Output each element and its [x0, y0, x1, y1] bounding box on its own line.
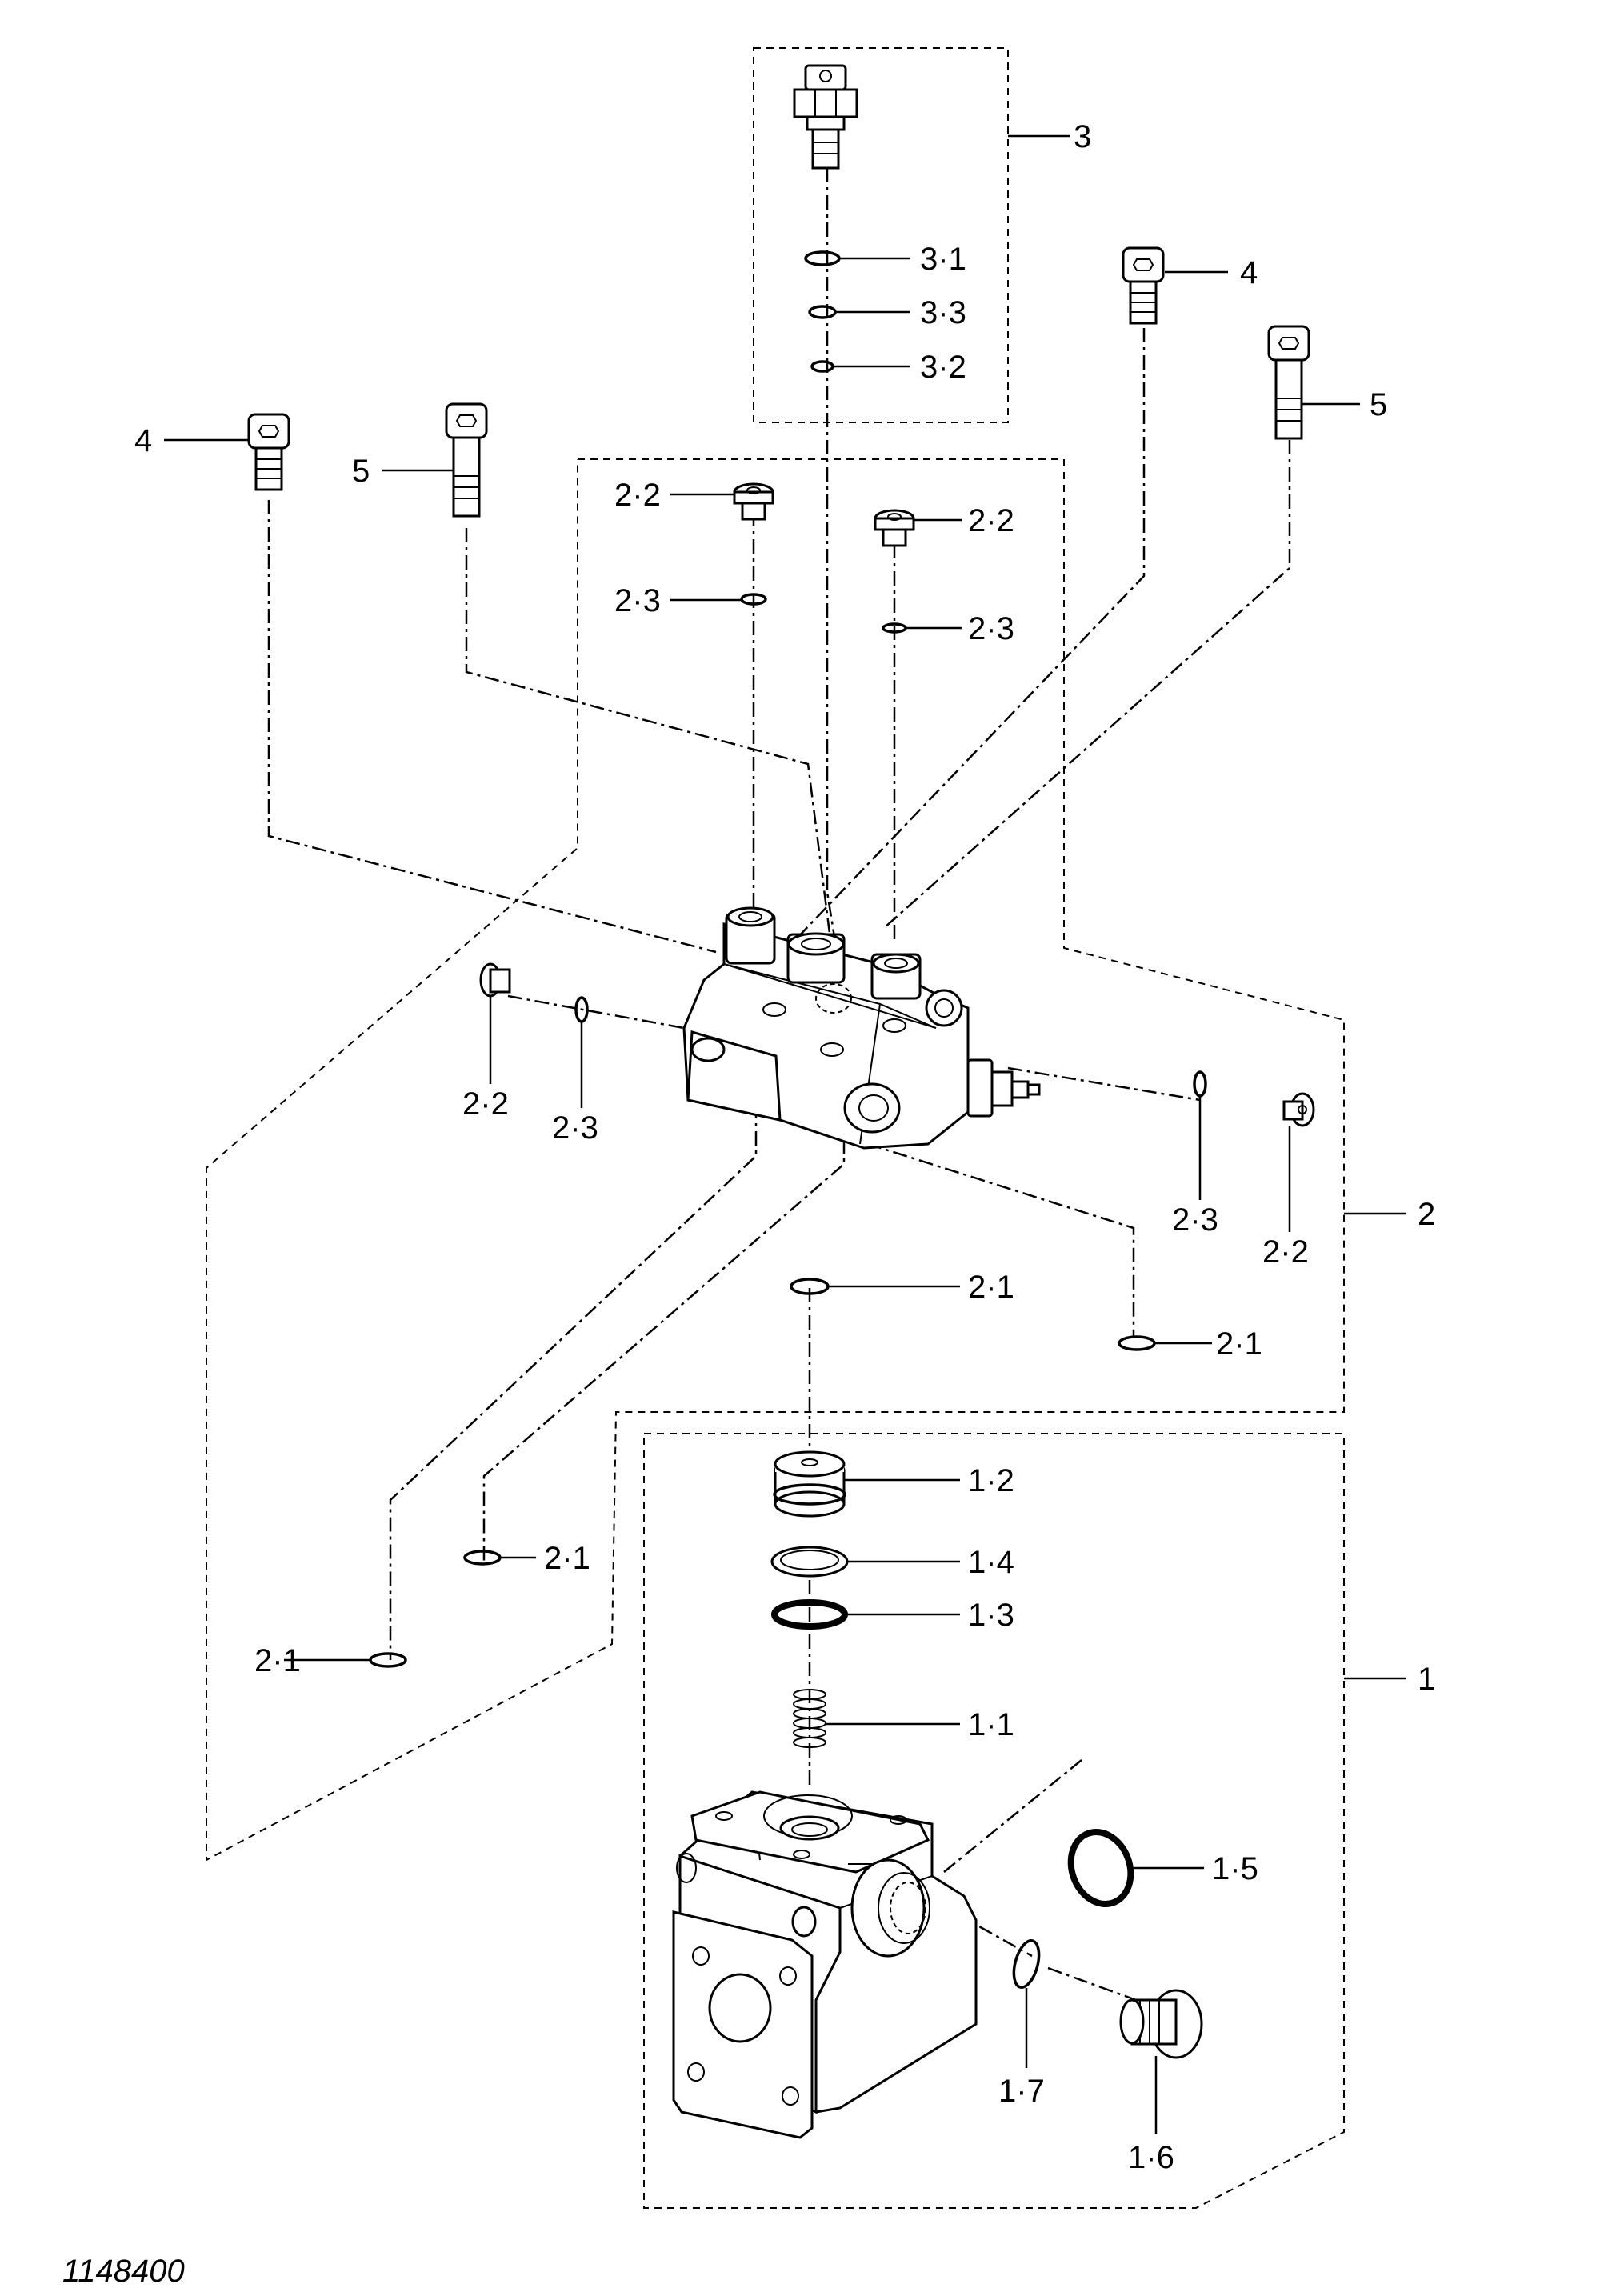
socket-plug-icon — [1119, 1989, 1203, 2059]
callout-1-5: 1·5 — [1212, 1851, 1258, 1886]
callout-3-1: 3·1 — [920, 242, 966, 277]
leader-lines — [164, 134, 1406, 2134]
callout-1-6: 1·6 — [1128, 2140, 1174, 2175]
callout-2: 2 — [1418, 1197, 1435, 1232]
group-box-2 — [206, 458, 1345, 1862]
callout-2-2-side-right: 2·2 — [1262, 1234, 1309, 1270]
callout-2-3-side-right: 2·3 — [1172, 1202, 1218, 1238]
callout-5-right: 5 — [1370, 387, 1387, 422]
o-ring-icon — [1193, 1070, 1207, 1098]
valve-block-icon — [682, 906, 1041, 1150]
socket-plug-icon — [479, 962, 511, 998]
callout-2-1-center: 2·1 — [968, 1270, 1014, 1305]
socket-plug-icon — [874, 509, 915, 547]
coil-spring-icon — [793, 1689, 826, 1748]
callout-4-right: 4 — [1240, 255, 1258, 290]
callout-2-2-side-left: 2·2 — [462, 1086, 509, 1122]
part-5-cap-screw-left — [445, 402, 488, 518]
part-1-housing — [672, 1790, 978, 2139]
callout-2-2-top-right: 2·2 — [968, 503, 1014, 538]
piston-icon — [773, 1450, 846, 1518]
callout-1-7: 1·7 — [998, 2074, 1045, 2109]
callout-3: 3 — [1074, 119, 1091, 154]
callout-2-2-top-left: 2·2 — [614, 478, 661, 513]
part-2-2-plug-side-left — [479, 962, 511, 998]
socket-head-cap-screw-icon — [247, 413, 290, 491]
relief-valve-cartridge-icon — [793, 64, 858, 170]
socket-head-cap-screw-icon — [445, 402, 488, 518]
o-ring-icon — [810, 360, 834, 373]
callout-2-1-far-left: 2·1 — [254, 1643, 301, 1678]
o-ring-icon — [770, 1546, 849, 1578]
callout-2-3-top-left: 2·3 — [614, 583, 661, 618]
group-box-3 — [753, 47, 1009, 423]
part-2-2-plug-top-left — [733, 482, 774, 521]
socket-plug-icon — [1282, 1092, 1315, 1127]
callout-2-3-top-right: 2·3 — [968, 611, 1014, 646]
o-ring-icon — [1067, 1829, 1134, 1907]
callout-1-3: 1·3 — [968, 1598, 1014, 1633]
callout-3-3: 3·3 — [920, 295, 966, 330]
callout-2-1-right: 2·1 — [1216, 1326, 1262, 1362]
part-5-cap-screw-right — [1267, 325, 1310, 440]
callout-3-2: 3·2 — [920, 350, 966, 385]
part-2-valve-block — [682, 906, 1041, 1150]
alignment-lines — [267, 168, 1291, 2002]
valve-housing-icon — [672, 1790, 978, 2139]
part-2-2-plug-side-right — [1282, 1092, 1315, 1127]
o-ring-icon — [369, 1652, 407, 1668]
o-ring-icon — [808, 305, 837, 319]
group-box-1 — [643, 1433, 1345, 2209]
callout-4-left: 4 — [134, 423, 152, 458]
part-2-3-o-ring-side-right — [1193, 1070, 1207, 1098]
callout-2-3-side-left: 2·3 — [552, 1110, 598, 1146]
part-1-1-spring — [793, 1689, 826, 1748]
part-1-7-o-ring — [1012, 1939, 1041, 1989]
part-3-3-o-ring — [808, 305, 837, 319]
o-ring-icon — [1012, 1939, 1041, 1989]
socket-head-cap-screw-icon — [1122, 246, 1165, 325]
part-2-1-o-ring-far-left — [369, 1652, 407, 1668]
callout-1-2: 1·2 — [968, 1463, 1014, 1498]
part-4-cap-screw-left — [247, 413, 290, 491]
callout-2-1-mid-left: 2·1 — [544, 1541, 590, 1576]
part-3-1-o-ring — [804, 250, 841, 266]
socket-plug-icon — [733, 482, 774, 521]
part-1-5-o-ring — [1067, 1829, 1134, 1907]
part-1-6-plug — [1119, 1989, 1203, 2059]
callout-1-1: 1·1 — [968, 1707, 1014, 1742]
socket-head-cap-screw-icon — [1267, 325, 1310, 440]
part-2-1-o-ring-right — [1118, 1335, 1156, 1351]
part-2-1-o-ring-mid-left — [463, 1550, 502, 1566]
o-ring-icon — [804, 250, 841, 266]
part-3-cartridge-valve — [793, 64, 858, 170]
o-ring-icon — [463, 1550, 502, 1566]
callout-1: 1 — [1418, 1662, 1435, 1697]
figure-id: 1148400 — [62, 2254, 185, 2289]
part-1-4-backup-ring — [770, 1546, 849, 1578]
callout-5-left: 5 — [352, 454, 370, 489]
callout-1-4: 1·4 — [968, 1545, 1014, 1580]
part-2-2-plug-top-right — [874, 509, 915, 547]
o-ring-icon — [1118, 1335, 1156, 1351]
part-3-2-o-ring — [810, 360, 834, 373]
part-4-cap-screw-right — [1122, 246, 1165, 325]
part-1-2-piston — [773, 1450, 846, 1518]
callout-labels: 3 3·1 3·3 3·2 4 5 4 5 2·2 2·2 2·3 2·3 2·… — [134, 119, 1435, 2175]
